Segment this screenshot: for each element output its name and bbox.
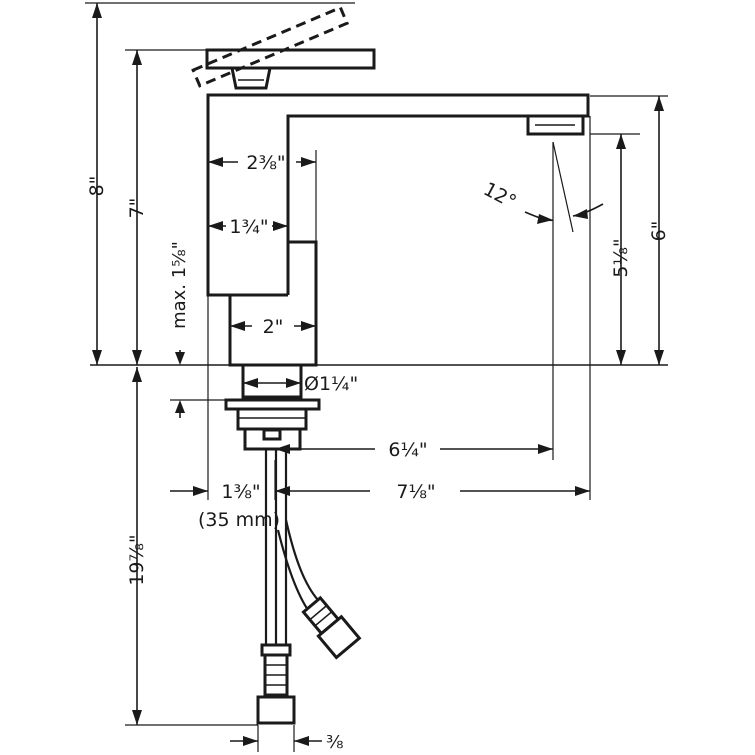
supply-hoses xyxy=(256,449,362,725)
label-reach-to-center: 6¼" xyxy=(388,439,427,461)
label-spout-base-width-upper: 2⅜" xyxy=(246,152,285,174)
label-hole-size-metric: (35 mm) xyxy=(198,509,280,531)
dimension-labels: 8" 7" max. 1⅝" 2⅜" 1¾" 2" Ø1¼" 12° 5⅛" 6… xyxy=(86,152,670,753)
label-spout-outlet-height: 6" xyxy=(648,221,670,242)
label-hole-diameter: Ø1¼" xyxy=(304,373,358,395)
label-max-deck-thickness: max. 1⅝" xyxy=(169,241,190,329)
label-spout-angle: 12° xyxy=(480,178,520,213)
lever-handle xyxy=(191,5,376,90)
label-total-height: 8" xyxy=(86,176,108,197)
label-aerator-height: 5⅛" xyxy=(610,238,632,277)
label-hose-length: 19⅞" xyxy=(126,534,148,585)
label-reach-total: 7⅛" xyxy=(396,481,435,503)
extension-lines xyxy=(85,2,668,752)
label-hole-size: 1⅜" xyxy=(221,481,260,503)
angle-marker xyxy=(524,203,604,224)
horizontal-dimension-lines xyxy=(170,157,590,746)
vertical-dimension-lines xyxy=(92,3,664,725)
label-spout-height: 7" xyxy=(126,198,148,219)
mounting-shank xyxy=(224,363,321,451)
label-spout-base-width-mid: 1¾" xyxy=(229,216,268,238)
label-connection-size: ⅜ xyxy=(326,732,343,753)
label-body-width: 2" xyxy=(263,316,284,338)
